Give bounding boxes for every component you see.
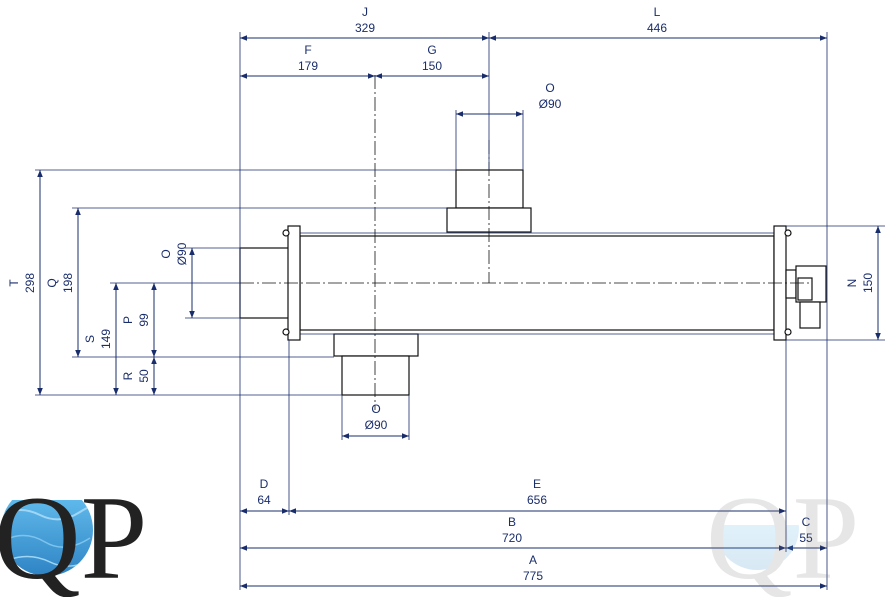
extension-lines	[35, 32, 885, 590]
dim-E-letter: E	[533, 477, 541, 491]
dim-O-left-value: Ø90	[175, 242, 189, 265]
dim-J-letter: J	[362, 5, 368, 19]
dim-R-value: 50	[137, 369, 151, 383]
qp-watermark: QP	[706, 471, 859, 597]
dim-C-letter: C	[802, 515, 811, 529]
dim-Q-letter: Q	[45, 278, 59, 287]
dim-F-letter: F	[304, 43, 311, 57]
dim-P-letter: P	[121, 316, 135, 324]
dim-C-value: 55	[799, 531, 813, 545]
dim-R-letter: R	[121, 371, 135, 380]
right-connector-inner	[797, 277, 813, 301]
dim-B-value: 720	[502, 531, 522, 545]
logo-text: QP	[0, 471, 147, 597]
dim-D-value: 64	[257, 493, 271, 507]
dim-D-letter: D	[260, 477, 269, 491]
dim-S-value: 149	[99, 329, 113, 349]
dim-O-top-value: Ø90	[539, 97, 562, 111]
dimension-lines	[37, 35, 881, 589]
dim-P-value: 99	[137, 313, 151, 327]
right-cap	[785, 269, 797, 299]
right-connector-plug	[799, 301, 821, 329]
bottom-inlet-collar	[333, 333, 419, 357]
dim-G-value: 150	[422, 59, 442, 73]
dim-S-letter: S	[83, 335, 97, 343]
dimension-labels: J 329 L 446 F 179 G 150 O Ø90 O Ø90 D 64…	[7, 5, 875, 583]
dim-B-letter: B	[508, 515, 516, 529]
uv-unit-body	[239, 75, 827, 410]
top-outlet-pipe	[455, 169, 524, 209]
dim-O-bottom-letter: O	[371, 402, 380, 416]
dim-T-letter: T	[7, 279, 21, 287]
dim-J-value: 329	[355, 21, 375, 35]
dim-Q-value: 198	[61, 273, 75, 293]
dim-L-letter: L	[654, 5, 661, 19]
watermark-text: QP	[706, 471, 859, 597]
qp-logo: QP	[0, 471, 147, 597]
dim-N-value: 150	[861, 273, 875, 293]
dim-F-value: 179	[298, 59, 318, 73]
dim-E-value: 656	[527, 493, 547, 507]
dim-O-top-letter: O	[545, 81, 554, 95]
dim-A-value: 775	[523, 569, 543, 583]
dim-G-letter: G	[427, 43, 436, 57]
dim-N-letter: N	[845, 279, 859, 288]
dim-A-letter: A	[529, 553, 537, 567]
dim-T-value: 298	[23, 273, 37, 293]
dim-O-bottom-value: Ø90	[365, 418, 388, 432]
dim-L-value: 446	[647, 21, 667, 35]
dim-O-left-letter: O	[159, 249, 173, 258]
bottom-inlet-pipe	[341, 355, 410, 396]
